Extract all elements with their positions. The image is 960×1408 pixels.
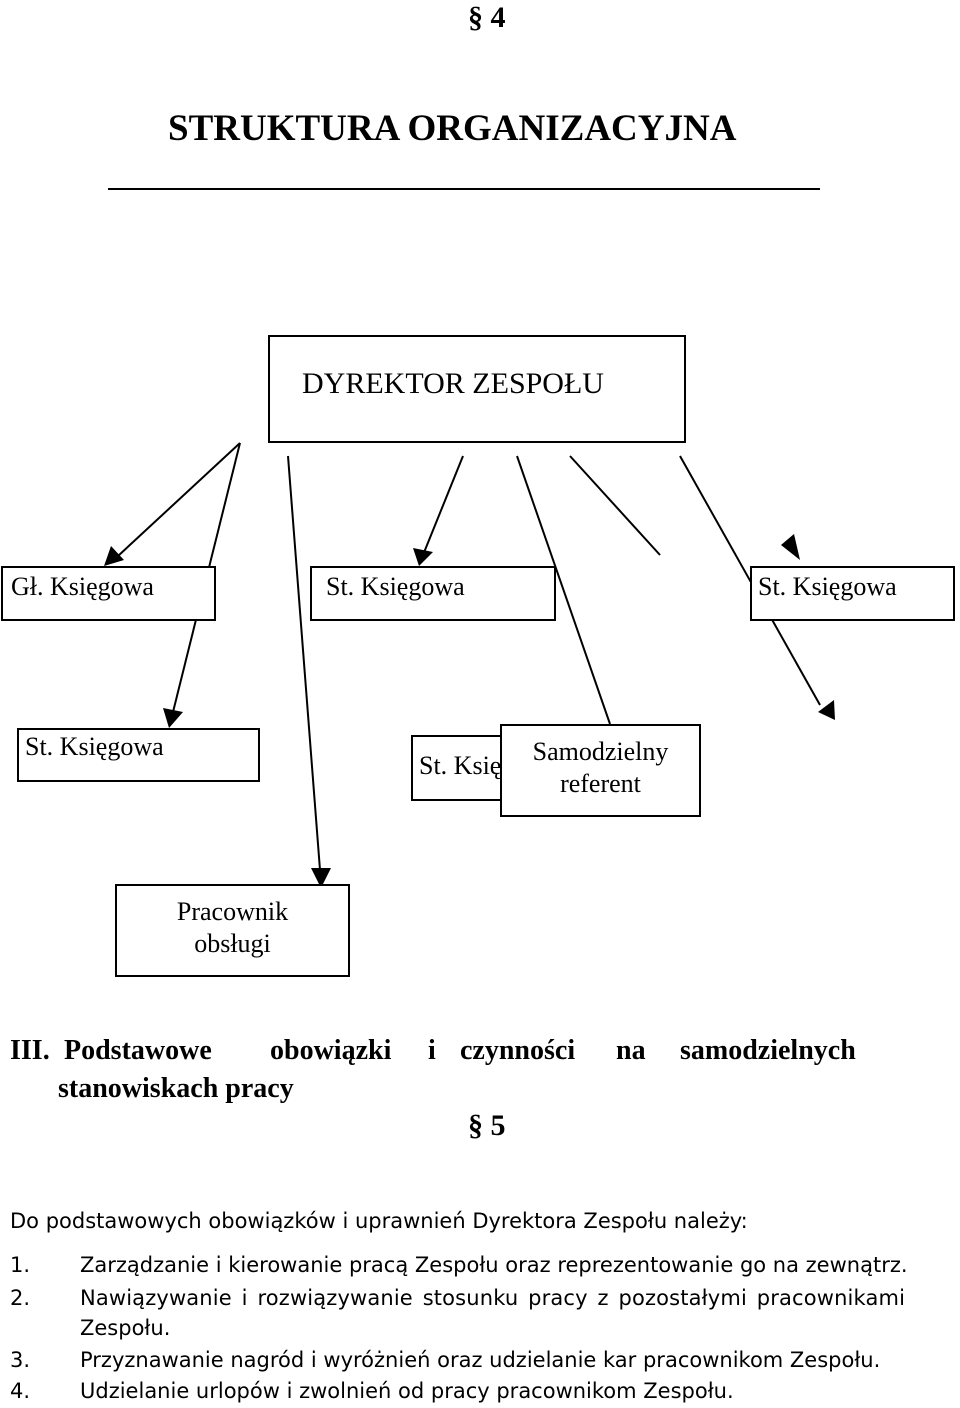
arrowhead-gl — [104, 546, 124, 566]
section-3-word: i — [428, 1035, 436, 1066]
list-item-text: Zarządzanie i kierowanie pracą Zespołu o… — [80, 1253, 908, 1277]
section-4-heading: § 4 — [468, 1, 506, 34]
connector-director-to-referent — [516, 455, 611, 725]
st-ksiegowa-3-label: St. Księgowa — [25, 732, 164, 761]
arrowhead-st1 — [413, 548, 433, 566]
referent-line-1: Samodzielny — [532, 737, 669, 766]
st-ksiegowa-1-label: St. Księgowa — [326, 572, 465, 601]
box-director: DYREKTOR ZESPOŁU — [268, 335, 686, 443]
box-pracownik-obslugi: Pracownik obsługi — [115, 884, 350, 977]
list-item-number: 3. — [10, 1348, 31, 1372]
obsluga-line-2: obsługi — [194, 929, 271, 958]
connector-director-to-st1 — [422, 455, 464, 556]
gl-ksiegowa-label: Gł. Księgowa — [11, 572, 154, 601]
section-3-word: samodzielnych — [680, 1035, 856, 1066]
section-5-heading: § 5 — [468, 1109, 506, 1142]
list-item: 4. Udzielanie urlopów i zwolnień od pracy… — [10, 1376, 734, 1406]
section-3-heading-line-2: stanowiskach pracy — [58, 1073, 294, 1104]
list-item-number: 1. — [10, 1253, 31, 1277]
intro-text: Do podstawowych obowiązków i uprawnień D… — [10, 1209, 748, 1233]
arrowhead-st2 — [781, 534, 800, 560]
list-item-number: 2. — [10, 1286, 31, 1310]
org-chart-connectors — [104, 442, 835, 888]
list-item: 1. Zarządzanie i kierowanie pracą Zespołu… — [10, 1250, 908, 1280]
connector-director-to-obsluga — [287, 455, 321, 871]
section-3-word: na — [616, 1035, 646, 1066]
list-item-text: Nawiązywanie i rozwiązywanie stosunku pr… — [80, 1286, 906, 1310]
box-st-ksiegowa-2: St. Księgowa — [750, 566, 955, 621]
page-title: STRUKTURA ORGANIZACYJNA — [168, 108, 737, 149]
box-samodzielny-referent: Samodzielny referent — [500, 724, 701, 817]
section-3-word: Podstawowe — [64, 1035, 212, 1066]
arrowhead-obsluga — [311, 868, 331, 888]
obsluga-line-1: Pracownik — [176, 897, 289, 926]
connector-director-to-gl — [117, 442, 241, 557]
arrowhead-right — [818, 700, 835, 720]
section-3-word: obowiązki — [270, 1035, 392, 1066]
box-gl-ksiegowa: Gł. Księgowa — [1, 566, 216, 621]
list-item-text: Przyznawanie nagród i wyróżnień oraz udz… — [80, 1348, 881, 1372]
section-3-word: czynności — [460, 1035, 576, 1066]
box-st-ksiegowa-3: St. Księgowa — [17, 728, 260, 782]
title-underline — [108, 188, 820, 190]
arrowhead-st3 — [163, 708, 183, 728]
list-item-number: 4. — [10, 1379, 31, 1403]
list-item-text: Udzielanie urlopów i zwolnień od pracy p… — [80, 1379, 734, 1403]
list-item-continuation: Zespołu. — [80, 1316, 171, 1340]
referent-line-2: referent — [560, 769, 641, 798]
list-item: 3. Przyznawanie nagród i wyróżnień oraz u… — [10, 1345, 880, 1375]
section-3-roman: III. — [10, 1035, 50, 1066]
box-st-ksiegowa-1: St. Księgowa — [310, 566, 556, 621]
director-label: DYREKTOR ZESPOŁU — [302, 367, 604, 400]
connector-director-to-st2 — [569, 455, 661, 556]
list-item: 2. Nawiązywanie i rozwiązywanie stosunku … — [10, 1283, 905, 1313]
st-ksiegowa-2-label: St. Księgowa — [758, 572, 897, 601]
